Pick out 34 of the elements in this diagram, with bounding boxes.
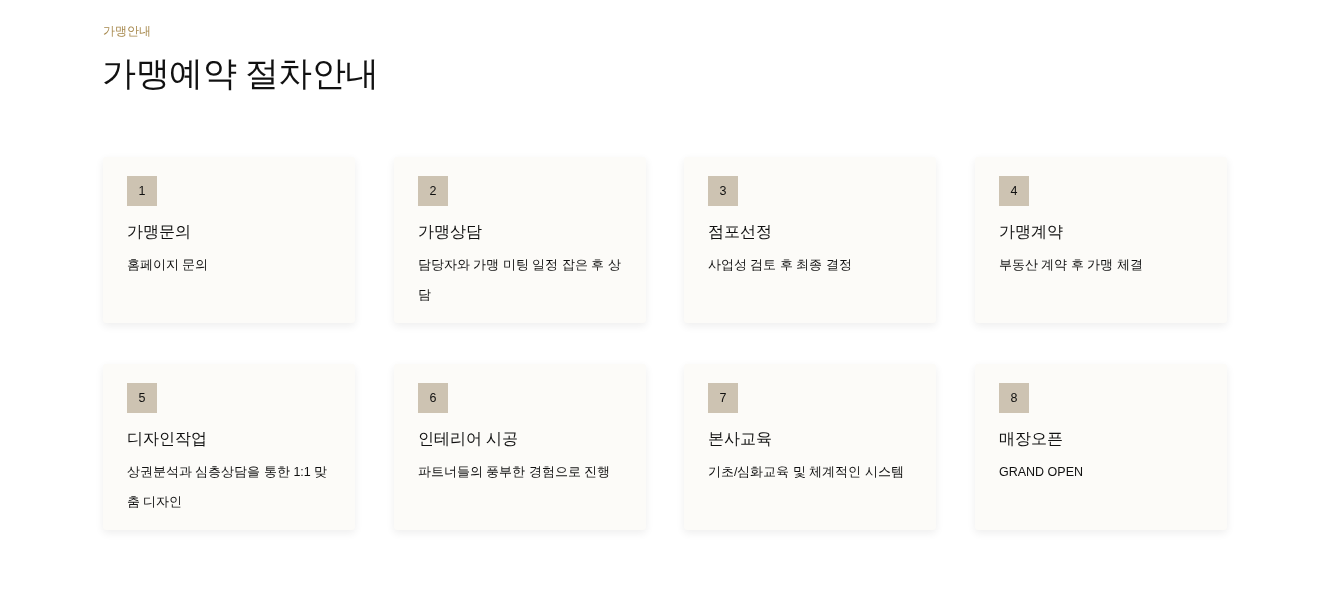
step-title: 가맹상담 — [418, 222, 482, 242]
step-card — [103, 364, 355, 530]
step-card — [684, 364, 936, 530]
page-title: 가맹예약 절차안내 — [102, 54, 379, 94]
step-description: 담당자와 가맹 미팅 일정 잡은 후 상담 — [418, 257, 622, 304]
step-number-badge: 2 — [418, 176, 448, 206]
step-number-badge: 7 — [708, 383, 738, 413]
step-card — [975, 157, 1227, 323]
step-number-badge: 4 — [999, 176, 1029, 206]
step-title: 가맹계약 — [999, 222, 1063, 242]
section-kicker: 가맹안내 — [103, 23, 151, 40]
step-title: 매장오픈 — [999, 429, 1063, 449]
step-title: 가맹문의 — [127, 222, 191, 242]
step-description: 기초/심화교육 및 체계적인 시스템 — [708, 464, 905, 481]
step-card — [394, 364, 646, 530]
step-title: 본사교육 — [708, 429, 772, 449]
step-number-badge: 6 — [418, 383, 448, 413]
step-card — [103, 157, 355, 323]
step-description: 사업성 검토 후 최종 결정 — [708, 257, 853, 274]
step-card — [684, 157, 936, 323]
step-number-badge: 5 — [127, 383, 157, 413]
step-description: 홈페이지 문의 — [127, 257, 210, 274]
step-number-badge: 3 — [708, 176, 738, 206]
step-card — [975, 364, 1227, 530]
step-title: 디자인작업 — [127, 429, 207, 449]
step-description: 부동산 계약 후 가맹 체결 — [999, 257, 1144, 274]
step-description: GRAND OPEN — [999, 464, 1085, 481]
step-description: 파트너들의 풍부한 경험으로 진행 — [418, 464, 612, 481]
step-title: 인테리어 시공 — [418, 429, 519, 449]
step-card — [394, 157, 646, 323]
step-number-badge: 1 — [127, 176, 157, 206]
step-number-badge: 8 — [999, 383, 1029, 413]
step-description: 상권분석과 심층상담을 통한 1:1 맞춤 디자인 — [127, 464, 329, 511]
step-title: 점포선정 — [708, 222, 772, 242]
